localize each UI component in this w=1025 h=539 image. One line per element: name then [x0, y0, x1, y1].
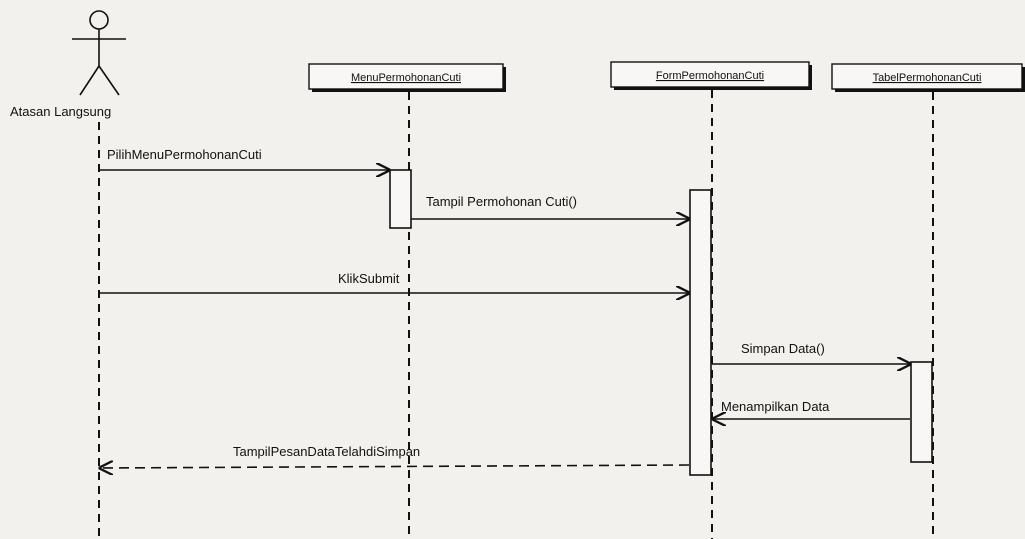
object-label-form: FormPermohonanCuti — [656, 70, 764, 82]
message-label: PilihMenuPermohonanCuti — [107, 147, 262, 162]
message-pilih-menu: PilihMenuPermohonanCuti — [99, 147, 389, 170]
object-box — [831, 63, 1023, 90]
message-klik-submit: KlikSubmit — [99, 271, 689, 293]
object-menu-permohonan-cuti: MenuPermohonanCuti — [308, 63, 506, 92]
actor-head — [89, 10, 109, 30]
message-label: KlikSubmit — [338, 271, 400, 286]
object-tabel-permohonan-cuti: TabelPermohonanCuti — [831, 63, 1025, 92]
actor-left-leg — [79, 65, 100, 96]
activation-tabel — [910, 361, 933, 463]
actor-atasan-langsung: Atasan Langsung — [10, 10, 126, 119]
message-label: TampilPesanDataTelahdiSimpan — [233, 444, 420, 459]
message-label: Tampil Permohonan Cuti() — [426, 194, 577, 209]
message-simpan-data: Simpan Data() — [712, 341, 910, 364]
message-label: Simpan Data() — [741, 341, 825, 356]
object-form-permohonan-cuti: FormPermohonanCuti — [610, 61, 812, 90]
object-box — [610, 61, 810, 88]
message-tampil-pesan: TampilPesanDataTelahdiSimpan — [100, 444, 690, 468]
object-box — [308, 63, 504, 90]
actor-label: Atasan Langsung — [10, 104, 111, 119]
message-return-arrow — [100, 465, 690, 468]
actor-right-leg — [98, 65, 120, 96]
object-label-tabel: TabelPermohonanCuti — [873, 72, 982, 84]
activation-form — [689, 189, 712, 476]
message-menampilkan-data: Menampilkan Data — [713, 399, 910, 419]
message-label: Menampilkan Data — [721, 399, 830, 414]
activation-menu — [389, 169, 412, 229]
object-label-menu: MenuPermohonanCuti — [351, 72, 461, 84]
message-tampil-permohonan: Tampil Permohonan Cuti() — [411, 194, 689, 219]
